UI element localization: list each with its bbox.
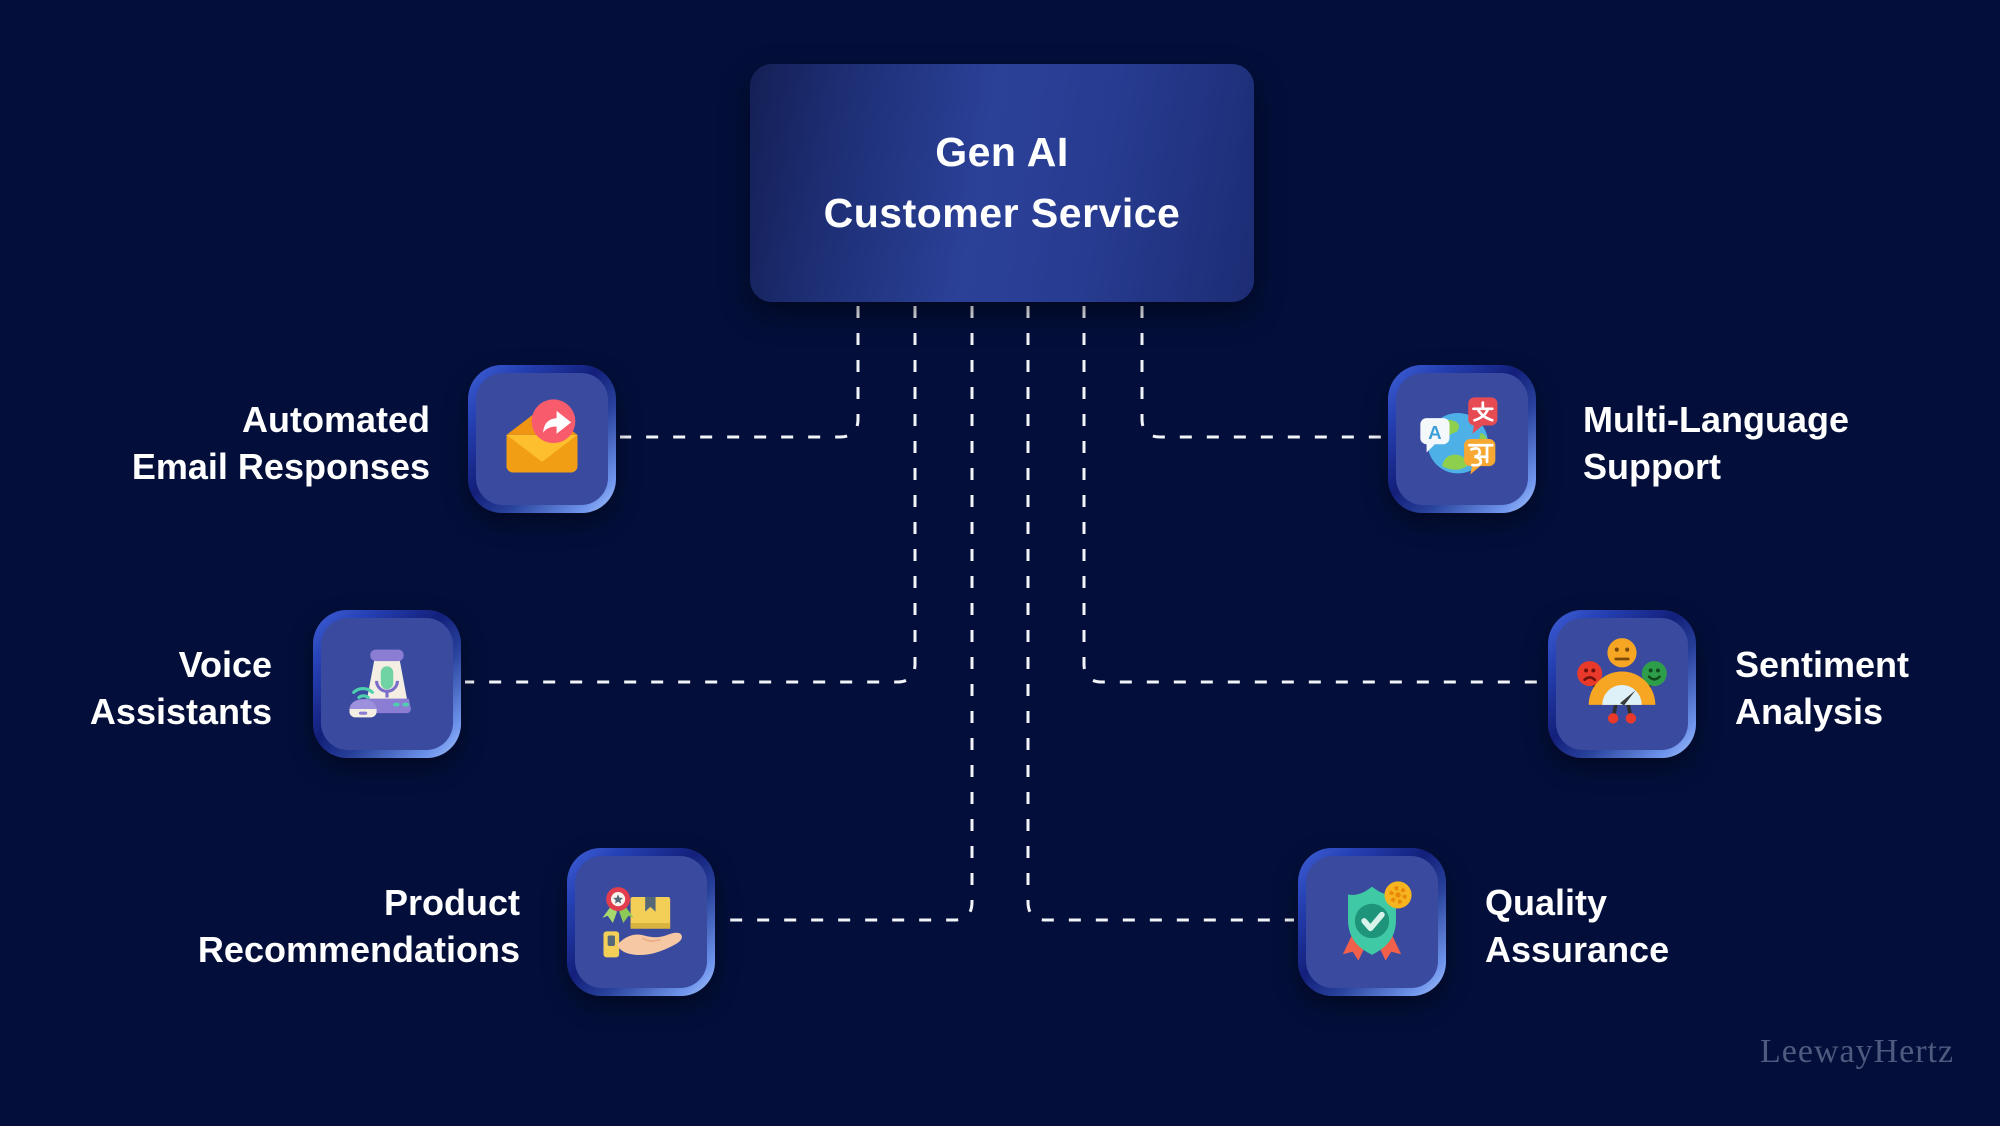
product-recommendation-icon: [602, 887, 682, 958]
connector-email: [620, 306, 860, 439]
label-line: Assistants: [89, 691, 272, 732]
label-line: Automated: [242, 399, 430, 440]
center-title: Gen AI Customer Service: [824, 122, 1181, 244]
voice-assistant-icon: [349, 649, 411, 718]
sentiment-gauge-icon: [1577, 638, 1667, 724]
connector-product: [719, 306, 974, 922]
tile-sentiment-analysis: [1548, 610, 1696, 758]
tile-inner: [476, 373, 608, 505]
label-line: Analysis: [1735, 691, 1884, 732]
center-title-line2: Customer Service: [823, 190, 1181, 236]
tile-inner: [1306, 856, 1438, 988]
tile-inner: A: [1396, 373, 1528, 505]
label-product-recommendations: Product Recommendations: [198, 879, 520, 973]
label-line: Recommendations: [197, 929, 520, 970]
tile-inner: [321, 618, 453, 750]
email-forward-icon: [506, 399, 578, 473]
label-line: Sentiment: [1735, 644, 1910, 685]
tile-inner: [575, 856, 707, 988]
quality-shield-icon: [1342, 881, 1412, 961]
connector-quality: [1026, 306, 1294, 922]
label-line: Quality: [1485, 882, 1608, 923]
label-line: Email Responses: [131, 446, 430, 487]
center-title-line1: Gen AI: [935, 129, 1069, 175]
tile-multi-language-support: A: [1388, 365, 1536, 513]
label-line: Support: [1583, 446, 1721, 487]
label-line: Assurance: [1485, 929, 1670, 970]
tile-automated-email-responses: [468, 365, 616, 513]
label-multi-language-support: Multi-Language Support: [1583, 396, 1849, 490]
svg-text:A: A: [1428, 422, 1442, 443]
label-quality-assurance: Quality Assurance: [1485, 879, 1669, 973]
label-sentiment-analysis: Sentiment Analysis: [1735, 641, 1909, 735]
label-line: Voice: [178, 644, 272, 685]
tile-voice-assistants: [313, 610, 461, 758]
watermark-leewayhertz: LeewayHertz: [1760, 1033, 1955, 1070]
label-line: Product: [383, 882, 520, 923]
connector-multilang: [1140, 306, 1384, 439]
tile-quality-assurance: [1298, 848, 1446, 996]
multi-language-globe-icon: A: [1420, 397, 1498, 475]
tile-product-recommendations: [567, 848, 715, 996]
connector-voice: [465, 306, 917, 684]
center-node: Gen AI Customer Service: [750, 64, 1254, 302]
label-automated-email-responses: Automated Email Responses: [132, 396, 430, 490]
tile-inner: [1556, 618, 1688, 750]
label-line: Multi-Language: [1583, 399, 1849, 440]
label-voice-assistants: Voice Assistants: [90, 641, 272, 735]
connector-sentiment: [1082, 306, 1544, 684]
